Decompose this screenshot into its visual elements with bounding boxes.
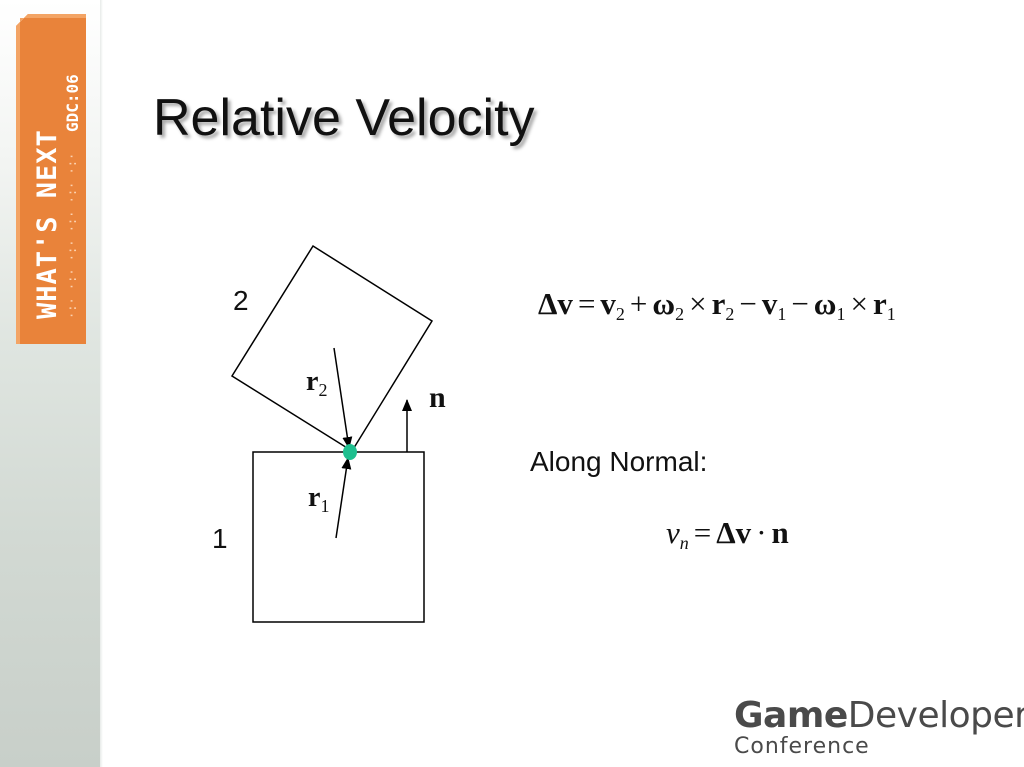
badge-sub-text: GDC:06: [63, 74, 82, 132]
delta-v-equation: Δv=v2+ω2×r2−v1−ω1×r1: [538, 286, 896, 324]
body-2-box: [230, 244, 434, 453]
badge-main-text: WHAT'S NEXT: [32, 129, 63, 319]
slide-title: Relative Velocity: [153, 89, 535, 147]
r2-label: r2: [306, 366, 328, 400]
sidebar-edge: [100, 0, 103, 767]
badge-dots: ·:· ·:· ·:· ·:· ·:· ·:·: [65, 153, 79, 319]
normal-label: n: [429, 381, 446, 414]
body-1-box: [252, 451, 425, 623]
logo-conference: Conference: [734, 734, 870, 759]
body-1-label: 1: [212, 523, 228, 554]
r1-label: r1: [308, 482, 330, 516]
logo-game: Game: [734, 695, 848, 736]
gdc-logo: GameDevelopers Conference: [734, 697, 1024, 759]
normal-velocity-equation: vn=Δv·n: [666, 515, 789, 553]
whats-next-badge: WHAT'S NEXT GDC:06 ·:· ·:· ·:· ·:· ·:· ·…: [16, 14, 86, 344]
contact-point: [343, 444, 357, 460]
body-2-label: 2: [233, 285, 249, 316]
logo-developers: Developers: [847, 695, 1024, 736]
along-normal-label: Along Normal:: [530, 446, 708, 477]
r1-arrow: [335, 457, 352, 539]
r2-arrow: [333, 347, 353, 449]
